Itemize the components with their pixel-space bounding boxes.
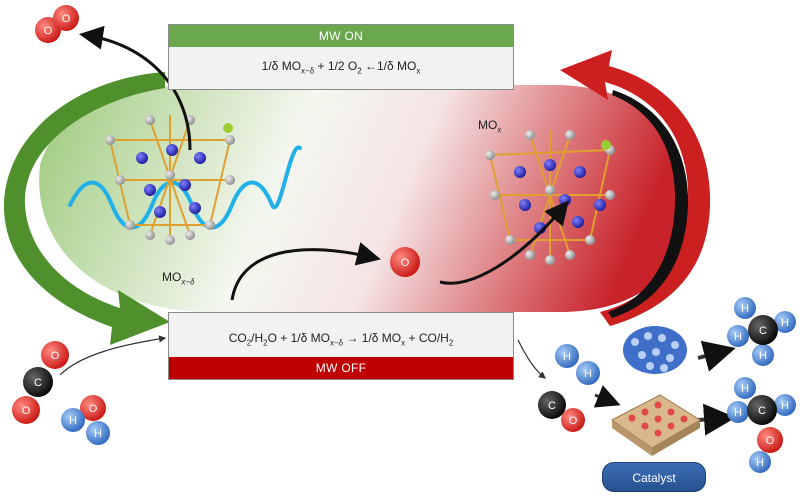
oxygen-transfer-arrow [230,242,381,301]
atom-o: O [51,350,60,362]
atom-h: H [584,368,592,380]
catalyst-badge: Catalyst [602,462,706,492]
oxygen-atom-mid [390,247,420,277]
atom-o: O [569,415,578,427]
crystal-structure-oxidized [485,130,615,265]
atom-o: O [62,13,71,25]
atom-h: H [69,415,77,427]
catalyst-to-methane-arrow [697,340,736,372]
atom-h: H [741,383,749,395]
mw-off-label: MW OFF [315,361,367,375]
atom-o: O [401,257,410,269]
atom-o: O [44,25,53,37]
atom-h: H [781,400,789,412]
mw-on-status-bar: MW ON [169,25,513,47]
catalyst-to-methanol-arrow [697,403,736,436]
atom-h: H [734,331,742,343]
mw-on-label: MW ON [318,29,364,43]
oxygen-uptake-arrow [439,200,569,285]
nanoparticle-catalyst-icon [623,326,687,374]
ch4-molecule [727,297,796,366]
black-cycle-arrow [608,90,689,318]
h2-molecule [555,344,600,385]
green-cycle-arrow [3,72,171,345]
atom-c: C [548,400,556,412]
atom-h: H [741,303,749,315]
o2-molecule [35,5,79,43]
atom-c: C [34,377,42,389]
atom-o: O [89,403,98,415]
o2-release-arrow [79,25,192,151]
red-cycle-arrow [560,50,711,326]
atom-h: H [563,351,571,363]
atom-c: C [759,325,767,337]
mox-label: MOx [478,118,502,135]
atom-o: O [766,435,775,447]
mw-off-status-bar: MW OFF [169,357,513,379]
feed-arrow [59,335,167,376]
mox-delta-label: MOx−δ [162,270,195,287]
atom-c: C [758,405,766,417]
ch3oh-molecule [727,377,796,473]
mw-off-panel: CO2/H2O + 1/δ MOx−δ → 1/δ MOx + CO/H2 MW… [168,312,514,380]
atom-h: H [734,407,742,419]
crystal-structure-reduced [105,115,235,245]
cycle-background [39,83,689,312]
atom-h: H [94,428,102,440]
product-arrow [517,339,546,379]
lattice-catalyst-icon [611,394,701,456]
atom-h: H [781,317,789,329]
atom-o: O [22,405,31,417]
atom-h: H [759,350,767,362]
co-to-catalyst-arrow [593,385,621,408]
catalyst-label: Catalyst [632,471,676,485]
co2-molecule [12,341,69,424]
splitting-equation: CO2/H2O + 1/δ MOx−δ → 1/δ MOx + CO/H2 [228,331,454,348]
co-molecule [538,391,585,432]
oxygen-release-equation: 1/δ MOx−δ + 1/2 O2 ←1/δ MOx [261,59,421,76]
h2o-molecule [61,395,110,445]
mw-on-panel: MW ON 1/δ MOx−δ + 1/2 O2 ←1/δ MOx [168,24,514,90]
atom-h: H [756,457,764,469]
